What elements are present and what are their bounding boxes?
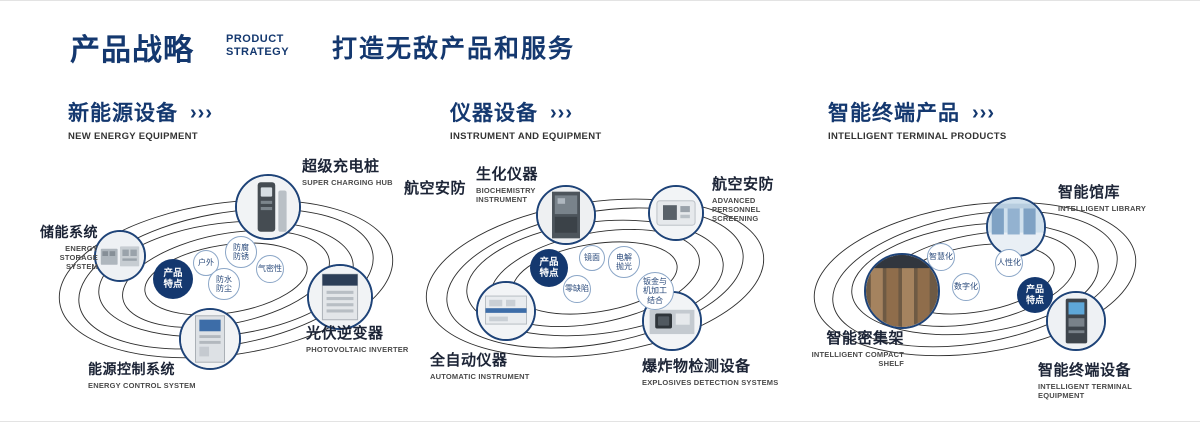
- product-name: 光伏逆变器: [306, 325, 384, 342]
- feature-bubble: 镜面: [579, 245, 605, 271]
- energy-control-system-photo: [179, 308, 241, 370]
- library-room-icon: [988, 199, 1044, 255]
- product-name-en: ADVANCED PERSONNEL SCREENING: [712, 196, 761, 223]
- slogan: 打造无敌产品和服务: [332, 35, 576, 63]
- product-name: 全自动仪器: [430, 352, 508, 369]
- product-features-badge: 产品 特点: [153, 259, 193, 299]
- product-label-energy-control: 能源控制系统 ENERGY CONTROL SYSTEM: [88, 359, 196, 390]
- feature-bubble: 电解 抛光: [608, 246, 640, 278]
- section-subtitle: INTELLIGENT TERMINAL PRODUCTS: [828, 131, 1007, 142]
- diagram-intelligent-terminal: 智慧化 人性化 数字化 产品 特点 智能馆库 INTELLIGENT LIBRA…: [800, 169, 1180, 400]
- intelligent-compact-shelf-photo: [864, 253, 940, 329]
- product-label-super-charging-hub: 超级充电桩 SUPER CHARGING HUB: [302, 155, 393, 187]
- section-header-instrument: 仪器设备 ››› INSTRUMENT AND EQUIPMENT: [450, 97, 601, 142]
- feature-bubble: 智慧化: [927, 243, 955, 271]
- product-name: 储能系统: [40, 224, 98, 240]
- product-name-en: INTELLIGENT COMPACT SHELF: [811, 350, 904, 368]
- triple-arrow-icon: ›››: [972, 102, 995, 124]
- product-name: 生化仪器: [476, 166, 539, 183]
- product-name: 智能终端设备: [1038, 362, 1132, 379]
- kiosk-icon: [1048, 293, 1104, 349]
- feature-bubble: 防水 防尘: [208, 268, 240, 300]
- product-name-en: ENERGY STORAGE SYSTEM: [59, 244, 98, 271]
- battery-cabinet-icon: [96, 232, 144, 280]
- feature-bubble: 零缺陷: [563, 275, 591, 303]
- intelligent-terminal-photo: [1046, 291, 1106, 351]
- biochemistry-cabinet-icon: [538, 187, 594, 243]
- product-label-explosives-detection: 爆炸物检测设备 EXPLOSIVES DETECTION SYSTEMS: [642, 355, 778, 387]
- product-name: 航空安防: [712, 176, 775, 193]
- biochemistry-instrument-photo: [536, 185, 596, 245]
- diagram-instrument: 产品 特点 镜面 电解 抛光 零缺陷 钣金与 机加工 结合 航空安防 生化仪器 …: [404, 166, 792, 399]
- feature-bubble: 气密性: [256, 255, 284, 283]
- product-name-en: PHOTOVOLTAIC INVERTER: [306, 345, 409, 354]
- product-name-en: INTELLIGENT TERMINAL EQUIPMENT: [1038, 382, 1132, 400]
- feature-bubble: 钣金与 机加工 结合: [636, 272, 674, 310]
- label-text: 航空安防: [404, 180, 467, 197]
- product-name: 爆炸物检测设备: [642, 358, 751, 375]
- product-name: 智能密集架: [826, 330, 904, 347]
- side-label-aviation-security: 航空安防: [404, 177, 466, 198]
- product-name-en: ENERGY CONTROL SYSTEM: [88, 381, 196, 390]
- product-features-badge: 产品 特点: [1017, 277, 1053, 313]
- diagram-new-energy: 产品 特点 户外 防腐 防锈 气密性 防水 防尘 储能系统 ENERGY STO…: [40, 158, 428, 399]
- product-features-badge: 产品 特点: [530, 249, 568, 287]
- product-label-energy-storage: 储能系统 ENERGY STORAGE SYSTEM: [40, 222, 98, 271]
- product-name-en: BIOCHEMISTRY INSTRUMENT: [476, 186, 536, 204]
- page-title: 产品战略: [70, 34, 194, 67]
- product-name: 超级充电桩: [302, 158, 380, 175]
- control-cabinet-icon: [181, 310, 239, 368]
- product-label-personnel-screening: 航空安防 ADVANCED PERSONNEL SCREENING: [712, 173, 792, 223]
- product-name-en: AUTOMATIC INSTRUMENT: [430, 372, 530, 381]
- analyzer-icon: [478, 283, 534, 339]
- section-title: 新能源设备: [68, 102, 178, 125]
- section-title: 智能终端产品: [828, 102, 960, 125]
- feature-bubble: 人性化: [995, 249, 1023, 277]
- page-title-en: PRODUCT STRATEGY: [226, 33, 289, 59]
- energy-storage-photo: [94, 230, 146, 282]
- section-header-new-energy: 新能源设备 ››› NEW ENERGY EQUIPMENT: [68, 97, 213, 142]
- photovoltaic-inverter-photo: [307, 264, 373, 330]
- product-name-en: EXPLOSIVES DETECTION SYSTEMS: [642, 378, 779, 387]
- product-label-automatic-instrument: 全自动仪器 AUTOMATIC INSTRUMENT: [430, 349, 530, 381]
- section-subtitle: INSTRUMENT AND EQUIPMENT: [450, 131, 602, 142]
- product-name-en: INTELLIGENT LIBRARY: [1058, 204, 1147, 213]
- feature-bubble: 防腐 防锈: [225, 236, 257, 268]
- page-title-en-line2: STRATEGY: [226, 46, 290, 59]
- charging-pile-icon: [237, 176, 299, 238]
- product-label-biochemistry: 生化仪器 BIOCHEMISTRY INSTRUMENT: [476, 163, 538, 204]
- inverter-cabinet-icon: [309, 266, 371, 328]
- triple-arrow-icon: ›››: [190, 102, 213, 124]
- personnel-screening-photo: [648, 185, 704, 241]
- product-label-photovoltaic-inverter: 光伏逆变器 PHOTOVOLTAIC INVERTER: [306, 322, 409, 354]
- feature-bubble: 数字化: [952, 273, 980, 301]
- product-label-compact-shelf: 智能密集架 INTELLIGENT COMPACT SHELF: [800, 327, 904, 368]
- product-name: 智能馆库: [1058, 184, 1121, 201]
- intelligent-library-photo: [986, 197, 1046, 257]
- triple-arrow-icon: ›››: [550, 102, 573, 124]
- product-name: 能源控制系统: [88, 361, 175, 377]
- product-name-en: SUPER CHARGING HUB: [302, 178, 393, 187]
- page-title-en-line1: PRODUCT: [226, 33, 284, 45]
- product-label-terminal-equipment: 智能终端设备 INTELLIGENT TERMINAL EQUIPMENT: [1038, 359, 1180, 400]
- section-header-intelligent-terminal: 智能终端产品 ››› INTELLIGENT TERMINAL PRODUCTS: [828, 97, 1006, 142]
- super-charging-hub-photo: [235, 174, 301, 240]
- section-title: 仪器设备: [450, 102, 538, 125]
- product-label-intelligent-library: 智能馆库 INTELLIGENT LIBRARY: [1058, 181, 1146, 213]
- section-subtitle: NEW ENERGY EQUIPMENT: [68, 131, 198, 142]
- compact-shelf-icon: [866, 255, 938, 327]
- automatic-instrument-photo: [476, 281, 536, 341]
- screening-machine-icon: [650, 187, 702, 239]
